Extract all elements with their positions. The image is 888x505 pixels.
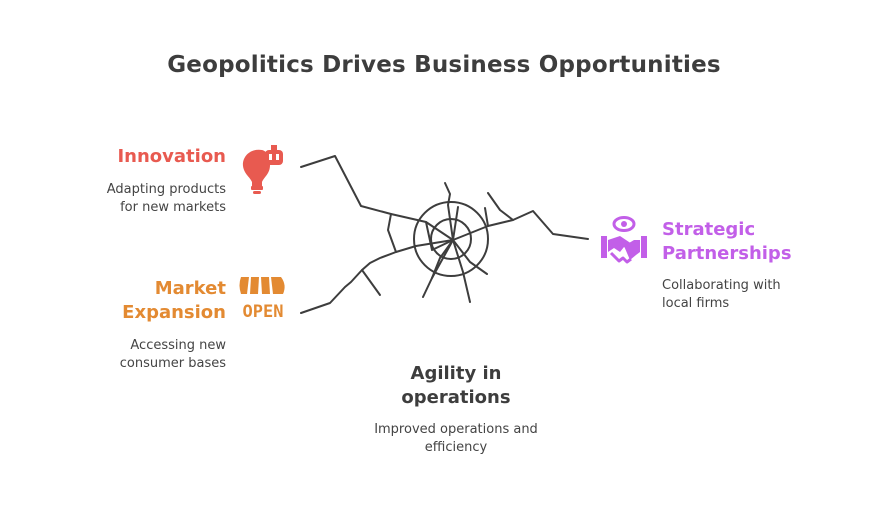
agility-heading-line: Agility in [410,363,502,384]
innovation-description: Adapting products for new markets [40,181,226,217]
crack-branch [452,239,488,275]
agility-heading: Agility in operations [336,362,576,410]
crack-line-partnerships [452,210,589,241]
crack-branch [452,239,471,303]
page-title: Geopolitics Drives Business Opportunitie… [167,52,721,78]
strategic-partnerships-description-line: Collaborating with [662,278,781,293]
market-expansion-description-line: consumer bases [119,356,226,371]
crack-branch [425,221,454,251]
crack-line-market [300,251,397,314]
agility-heading-line: operations [401,387,511,408]
innovation-heading: Innovation [117,146,226,167]
crack-branch [484,207,489,227]
strategic-partnerships-description-line: local firms [662,296,730,311]
crack-line-innovation [300,155,454,241]
open-sign-text: OPEN [243,302,284,322]
crack-ring-outer [413,201,489,277]
crack-branch [452,206,459,241]
handshake-eye-icon [601,216,647,264]
agility-description-line: Improved operations and [374,422,538,437]
market-expansion-heading: Market Expansion [60,277,226,325]
lightbulb-gear-icon [242,145,283,194]
agility-description: Improved operations and efficiency [316,421,596,457]
strategic-partnerships-heading: Strategic Partnerships [662,218,862,266]
strategic-partnerships-heading-line: Partnerships [662,243,792,264]
crack-connector-lines [300,155,589,314]
strategic-partnerships-heading-line: Strategic [662,219,756,240]
market-expansion-description-line: Accessing new [130,338,226,353]
agility-description-line: efficiency [424,440,488,455]
market-expansion-description: Accessing new consumer bases [40,337,226,373]
market-expansion-heading-line: Expansion [122,302,226,323]
innovation-description-line: Adapting products [106,182,226,197]
open-storefront-icon: OPEN [239,277,285,322]
strategic-partnerships-description: Collaborating with local firms [662,277,862,313]
crack-branch [444,182,454,241]
market-expansion-heading-line: Market [154,278,226,299]
crack-branch [361,269,381,296]
crack-branch [431,239,454,279]
innovation-description-line: for new markets [120,200,226,215]
crack-branch [487,192,514,221]
